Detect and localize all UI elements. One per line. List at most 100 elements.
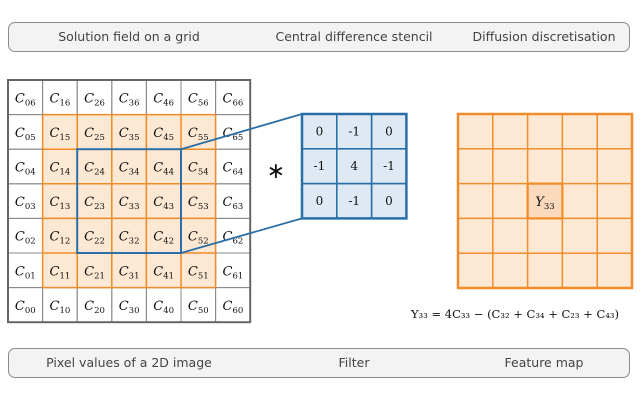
grid-cell bbox=[215, 183, 251, 219]
grid-cell bbox=[180, 287, 217, 323]
top-label-bar: Solution field on a grid Central differe… bbox=[8, 22, 630, 52]
grid-cell bbox=[215, 79, 251, 116]
grid-cell-label: C02 bbox=[15, 230, 36, 247]
grid-cell-label: C24 bbox=[84, 161, 105, 178]
grid-cell-label: C52 bbox=[188, 230, 209, 247]
filter-window-5x5-fill bbox=[42, 114, 216, 288]
grid-cell bbox=[215, 287, 251, 323]
grid-cell-label: C23 bbox=[84, 195, 105, 212]
output-label: Y33 bbox=[535, 195, 554, 212]
grid-cell-label: C04 bbox=[15, 161, 36, 178]
label-filter: Filter bbox=[338, 355, 370, 370]
grid-cell bbox=[145, 79, 182, 116]
grid-cell-label: C66 bbox=[223, 91, 244, 108]
grid-cell-label: C32 bbox=[119, 230, 140, 247]
grid-cell bbox=[215, 148, 251, 185]
kernel-value: -1 bbox=[348, 124, 360, 138]
grid-cell-label: C35 bbox=[119, 126, 140, 143]
grid-cell-label: C12 bbox=[50, 230, 71, 247]
convolution-operator: ∗ bbox=[267, 159, 285, 184]
grid-cell bbox=[7, 79, 44, 116]
grid-cell-label: C30 bbox=[119, 299, 140, 316]
grid-cell-label: C36 bbox=[119, 91, 140, 108]
grid-cell-label: C55 bbox=[188, 126, 209, 143]
grid-cell bbox=[145, 287, 182, 323]
grid-cell-label: C44 bbox=[153, 161, 174, 178]
grid-cell-label: C25 bbox=[84, 126, 105, 143]
connector-bottom bbox=[180, 217, 303, 254]
grid-cell-label: C14 bbox=[50, 161, 71, 178]
kernel-value: -1 bbox=[348, 194, 360, 208]
grid-cell-label: C21 bbox=[84, 264, 105, 281]
feature-map-cell bbox=[596, 252, 633, 289]
grid-cell-label: C06 bbox=[15, 91, 36, 108]
label-diffusion: Diffusion discretisation bbox=[472, 29, 616, 44]
grid-cell bbox=[7, 148, 44, 185]
grid-cell-label: C42 bbox=[153, 230, 174, 247]
grid-cell-label: C60 bbox=[223, 299, 244, 316]
grid-cell-label: C40 bbox=[153, 299, 174, 316]
grid-cell-label: C10 bbox=[50, 299, 71, 316]
kernel-value: -1 bbox=[383, 159, 395, 173]
connector-top bbox=[180, 113, 303, 151]
grid-cell-label: C26 bbox=[84, 91, 105, 108]
grid-cell bbox=[7, 252, 44, 289]
kernel-value: 0 bbox=[316, 124, 324, 138]
grid-cell-label: C22 bbox=[84, 230, 105, 247]
grid-border bbox=[7, 79, 252, 324]
grid-cell bbox=[7, 217, 44, 254]
grid-cell-label: C34 bbox=[119, 161, 140, 178]
kernel-value: 0 bbox=[316, 194, 324, 208]
grid-cell bbox=[76, 79, 113, 116]
grid-cell-label: C16 bbox=[50, 91, 71, 108]
kernel-value: 0 bbox=[385, 124, 393, 138]
feature-map: Y33 bbox=[456, 112, 634, 290]
grid-cell-label: C13 bbox=[50, 195, 71, 212]
grid-cell-label: C05 bbox=[15, 126, 36, 143]
filter-window-3x3 bbox=[76, 148, 182, 254]
grid-cell-label: C61 bbox=[223, 264, 244, 281]
kernel-value: -1 bbox=[314, 159, 326, 173]
grid-cell-label: C11 bbox=[50, 264, 71, 281]
grid-cell-label: C41 bbox=[153, 264, 174, 281]
grid-cell-label: C50 bbox=[188, 299, 209, 316]
grid-cell bbox=[215, 252, 251, 289]
grid-cell-label: C20 bbox=[84, 299, 105, 316]
grid-cell bbox=[215, 114, 251, 150]
grid-cell-label: C54 bbox=[188, 161, 209, 178]
grid-cell-label: C63 bbox=[223, 195, 244, 212]
equation: Y₃₃ = 4C₃₃ − (C₃₂ + C₃₄ + C₂₃ + C₄₃) bbox=[410, 307, 619, 321]
output-cell-y33 bbox=[526, 182, 564, 220]
grid-cell-label: C64 bbox=[223, 161, 244, 178]
grid-cell-label: C33 bbox=[119, 195, 140, 212]
grid-cell-label: C43 bbox=[153, 195, 174, 212]
label-solution-field: Solution field on a grid bbox=[58, 29, 200, 44]
grid-cell-label: C56 bbox=[188, 91, 209, 108]
grid-cell-label: C46 bbox=[153, 91, 174, 108]
grid-cell bbox=[180, 79, 217, 116]
kernel-cell bbox=[370, 182, 408, 220]
grid-cell bbox=[42, 287, 78, 323]
kernel-value: 0 bbox=[385, 194, 393, 208]
label-pixel-values: Pixel values of a 2D image bbox=[46, 355, 212, 370]
grid-cell bbox=[76, 287, 113, 323]
grid-cell-label: C62 bbox=[223, 230, 244, 247]
grid-cell-label: C53 bbox=[188, 195, 209, 212]
grid-cell-label: C31 bbox=[119, 264, 140, 281]
grid-cell-label: C45 bbox=[153, 126, 174, 143]
grid-cell-label: C03 bbox=[15, 195, 36, 212]
grid-cell bbox=[7, 287, 44, 323]
connector-lines bbox=[180, 113, 303, 254]
grid-cell-label: C51 bbox=[188, 264, 209, 281]
grid-cell-label: C65 bbox=[223, 126, 244, 143]
grid-cell bbox=[111, 287, 147, 323]
grid-cell-label: C15 bbox=[50, 126, 71, 143]
bottom-label-bar: Pixel values of a 2D image Filter Featur… bbox=[8, 348, 630, 378]
grid-cell bbox=[7, 114, 44, 150]
grid-cell bbox=[111, 79, 147, 116]
grid-cell-label: C01 bbox=[15, 264, 36, 281]
grid-cell bbox=[7, 183, 44, 219]
